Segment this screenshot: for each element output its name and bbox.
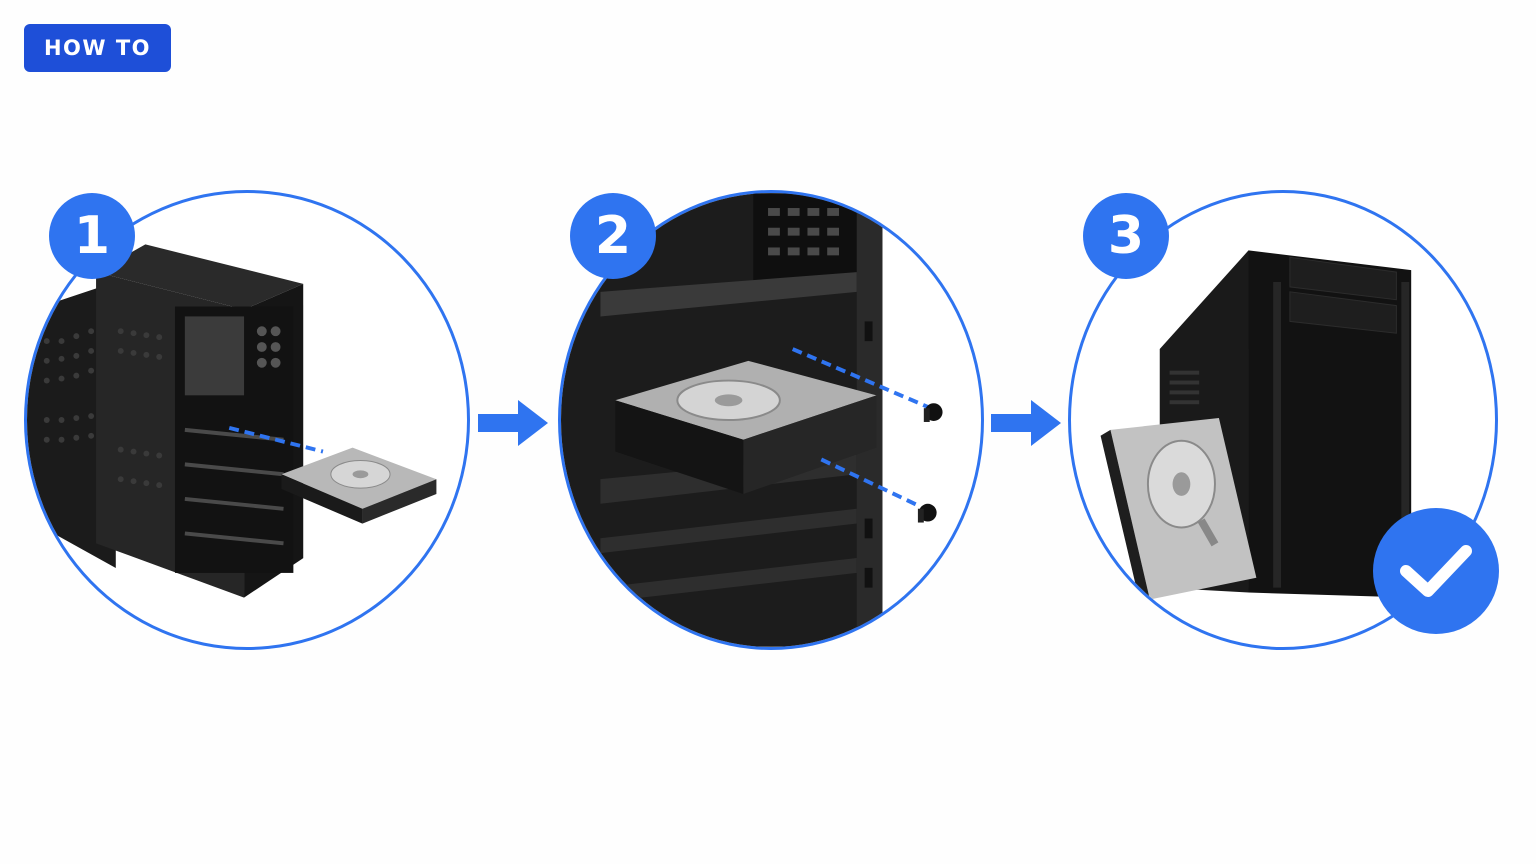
step-1-number: 1: [49, 193, 135, 279]
step-2-number: 2: [570, 193, 656, 279]
step-3-number: 3: [1083, 193, 1169, 279]
step-3-illustration: [1068, 190, 1498, 650]
tower-case-open-icon: [27, 244, 437, 598]
closed-tower-with-drive-icon: [1100, 250, 1412, 604]
how-to-badge: HOW TO: [24, 24, 171, 72]
arrow-right-icon: [478, 400, 548, 446]
step-1-illustration: [24, 190, 470, 650]
arrow-right-icon: [991, 400, 1061, 446]
check-icon: [1373, 508, 1499, 634]
